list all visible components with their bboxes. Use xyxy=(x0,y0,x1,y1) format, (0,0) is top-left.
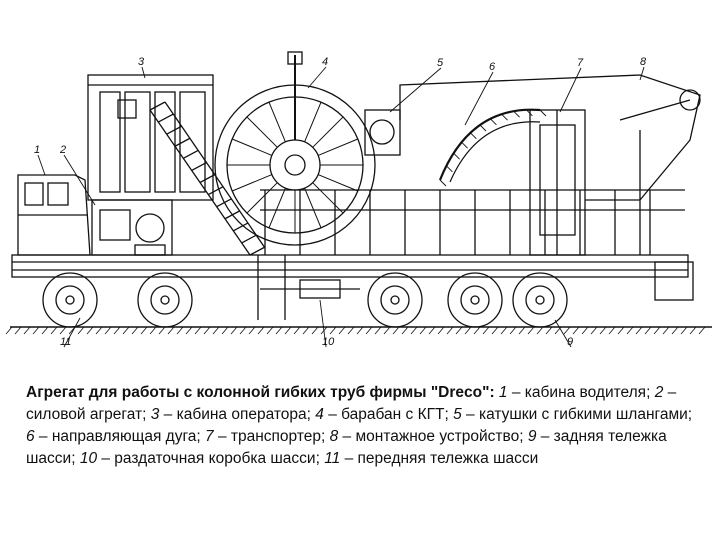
caption-item-text: – монтажное устройство; xyxy=(338,428,528,445)
callout-3: 3 xyxy=(138,56,145,68)
caption-item: 5 – катушки с гибкими шлангами; xyxy=(453,406,692,423)
caption-item: 4 – барабан с КГТ; xyxy=(315,406,453,423)
caption-item-number: 3 xyxy=(150,406,160,423)
callout-2: 2 xyxy=(59,144,66,156)
caption-item-text: – барабан с КГТ; xyxy=(323,406,454,423)
caption-item-number: 6 xyxy=(26,428,35,445)
callout-9: 9 xyxy=(567,336,573,348)
caption-item-text: – катушки с гибкими шлангами; xyxy=(461,406,693,423)
caption-item-number: 4 xyxy=(315,406,324,423)
callout-4: 4 xyxy=(322,56,328,68)
caption-item: 10 – раздаточная коробка шасси; xyxy=(80,450,324,467)
caption-item: 3 – кабина оператора; xyxy=(151,406,316,423)
power-unit xyxy=(91,199,173,256)
caption-item-number: 5 xyxy=(453,406,462,423)
caption-item: 8 – монтажное устройство; xyxy=(330,428,528,445)
caption-item: 2 – силовой агрегат; xyxy=(26,384,676,423)
callout-8: 8 xyxy=(640,56,647,68)
caption-item-text: – задняя тележка шасси; xyxy=(26,428,667,467)
caption-item-text: – транспортер; xyxy=(213,428,330,445)
callout-6: 6 xyxy=(489,61,496,73)
callout-1: 1 xyxy=(34,144,40,156)
caption-title: Агрегат для работы с колонной гибких тру… xyxy=(26,384,495,401)
transporter xyxy=(529,109,586,256)
truck-diagram: 1 2 3 4 5 6 7 8 9 10 11 xyxy=(5,51,712,348)
caption-item: 1 – кабина водителя; xyxy=(495,384,655,401)
guide-arch xyxy=(438,108,547,187)
caption-item: 11 – передняя тележка шасси xyxy=(324,450,538,467)
caption-item-number: 1 xyxy=(494,384,508,401)
caption-item-number: 11 xyxy=(324,450,341,467)
driver-cab xyxy=(17,174,91,256)
caption-item: 6 – направляющая дуга; xyxy=(26,428,205,445)
caption-item-number: 7 xyxy=(205,428,214,445)
caption-item-number: 2 xyxy=(654,384,664,401)
caption-item-text: – кабина оператора; xyxy=(159,406,316,423)
chassis-frame xyxy=(11,254,694,301)
callout-7: 7 xyxy=(577,57,584,69)
caption-item-text: – направляющая дуга; xyxy=(34,428,206,445)
callout-11: 11 xyxy=(60,336,71,348)
callout-5: 5 xyxy=(437,57,444,69)
caption-item: 7 – транспортер; xyxy=(205,428,330,445)
wheels xyxy=(42,272,568,328)
caption-item: 9 – задняя тележка шасси; xyxy=(26,428,667,467)
figure-caption: Агрегат для работы с колонной гибких тру… xyxy=(26,382,698,470)
caption-item-number: 10 xyxy=(79,450,98,467)
caption-item-number: 8 xyxy=(329,428,339,445)
caption-item-number: 9 xyxy=(527,428,537,445)
ground xyxy=(5,326,712,335)
caption-item-text: – силовой агрегат; xyxy=(26,384,677,423)
transfer-box xyxy=(260,279,360,299)
operator-cabin xyxy=(87,74,214,201)
coil-reel xyxy=(214,51,376,246)
caption-item-text: – кабина водителя; xyxy=(507,384,655,401)
platform xyxy=(260,189,685,255)
hose-reels xyxy=(364,109,401,156)
caption-item-text: – раздаточная коробка шасси; xyxy=(97,450,325,467)
caption-item-text: – передняя тележка шасси xyxy=(340,450,539,467)
mounting-device xyxy=(399,74,701,255)
callout-10: 10 xyxy=(322,336,335,348)
